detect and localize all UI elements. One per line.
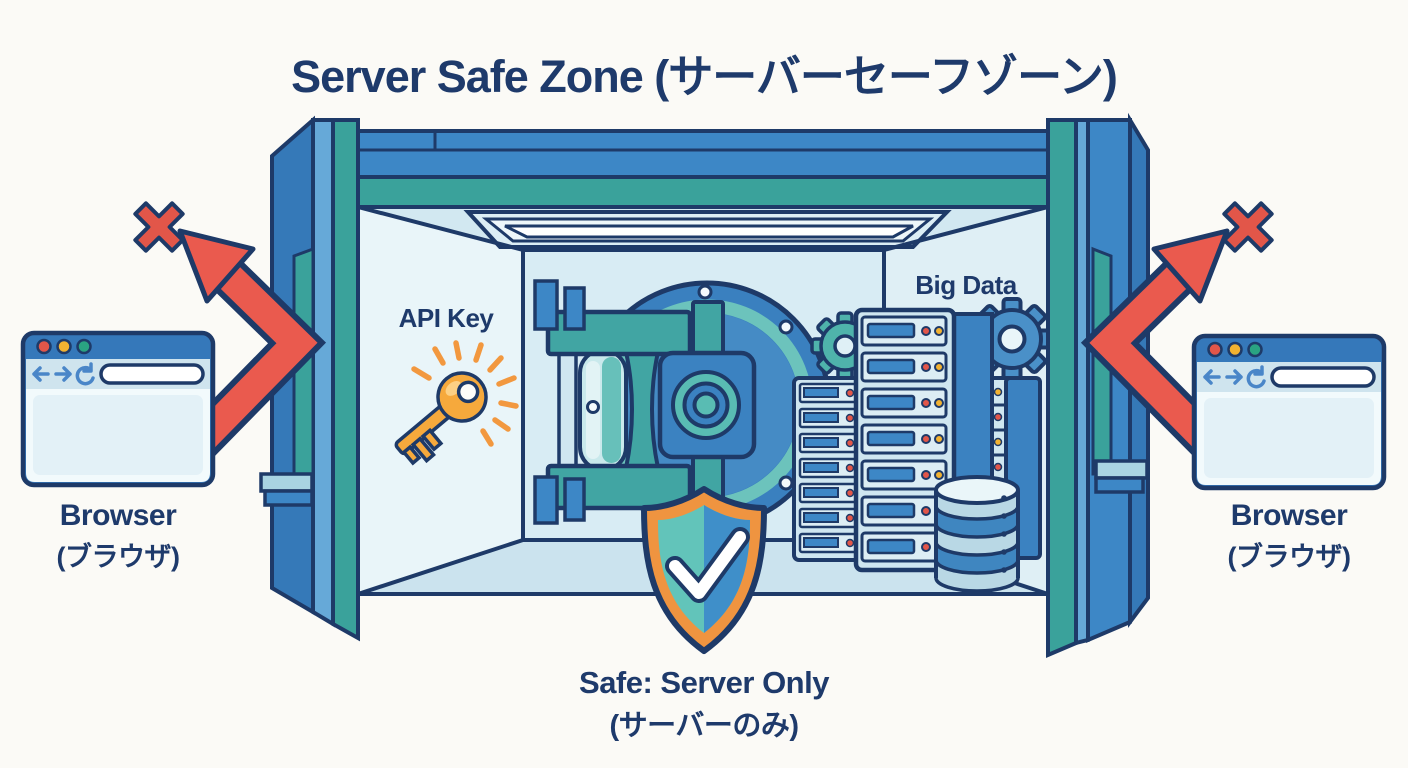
api-key-label: API Key xyxy=(398,303,494,333)
big-data-cluster xyxy=(792,297,1054,593)
server-rack-icon xyxy=(853,307,994,573)
door-hinges xyxy=(533,279,586,525)
server-rack-icon xyxy=(792,376,864,562)
x-mark-icon xyxy=(1222,201,1274,253)
ceiling-light-panel xyxy=(463,210,952,249)
right-browser-label: Browser xyxy=(1230,499,1348,532)
browser-window-icon xyxy=(1194,336,1384,488)
x-mark-icon xyxy=(133,201,185,253)
right-browser-label-jp: (ブラウザ) xyxy=(1227,542,1351,572)
shield-check-icon xyxy=(641,486,767,654)
vault-right-pillar xyxy=(1046,112,1150,659)
left-browser-label-jp: (ブラウザ) xyxy=(56,542,180,572)
key-icon xyxy=(394,340,519,466)
left-browser-label: Browser xyxy=(59,499,177,532)
blocked-arrow-icon xyxy=(1080,228,1230,461)
caption-line1: Safe: Server Only xyxy=(579,665,829,700)
blocked-arrow-icon xyxy=(177,228,327,461)
database-icon xyxy=(934,475,1020,593)
door-lens xyxy=(578,348,628,472)
big-data-label: Big Data xyxy=(915,270,1017,300)
vault-door-icon xyxy=(533,279,832,530)
browser-window-icon xyxy=(23,333,213,485)
caption-line2: (サーバーのみ) xyxy=(609,710,799,742)
door-rivets xyxy=(697,284,794,491)
vault-top-beams xyxy=(356,129,1052,209)
gear-icon xyxy=(970,297,1054,381)
page-title: Server Safe Zone (サーバーセーフゾーン) xyxy=(291,51,1118,102)
